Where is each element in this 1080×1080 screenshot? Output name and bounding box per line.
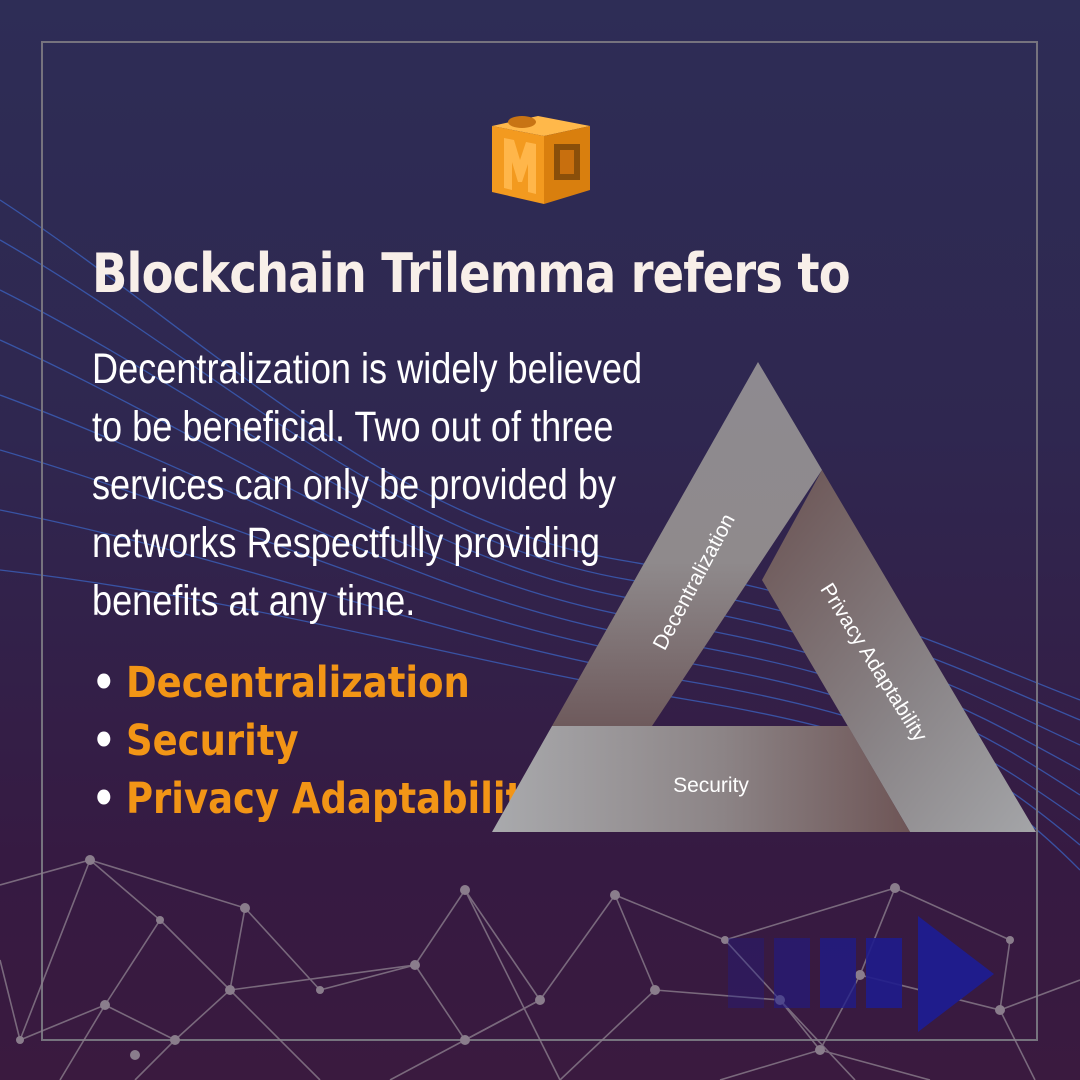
next-arrow-icon[interactable]: [728, 916, 1000, 1032]
trilemma-triangle-diagram: Decentralization Privacy Adaptability Se…: [492, 362, 1036, 832]
list-item-label: Decentralization: [125, 658, 470, 708]
triangle-bottom-segment: [492, 726, 910, 832]
bullet: •: [92, 774, 116, 824]
page-title: Blockchain Trilemma refers to: [92, 242, 851, 305]
description-line: Decentralization is widely believed: [92, 345, 643, 393]
triangle-left-segment: [552, 362, 822, 726]
description-line: networks Respectfully providing: [92, 519, 600, 567]
description-line: benefits at any time.: [92, 577, 416, 625]
network-graph-decoration: [0, 855, 1080, 1080]
description-line: services can only be provided by: [92, 461, 617, 509]
bullet: •: [92, 716, 116, 766]
trilemma-list: •Decentralization •Security •Privacy Ada…: [92, 654, 547, 828]
mc-cube-logo: [492, 116, 590, 204]
list-item-label: Privacy Adaptability: [125, 774, 548, 824]
list-item: •Decentralization: [92, 654, 547, 712]
triangle-right-segment: [762, 470, 1036, 832]
list-item: •Security: [92, 712, 547, 770]
list-item: •Privacy Adaptability: [92, 770, 547, 828]
bullet: •: [92, 658, 116, 708]
description-paragraph: Decentralization is widely believed to b…: [92, 340, 643, 630]
list-item-label: Security: [125, 716, 299, 766]
description-line: to be beneficial. Two out of three: [92, 403, 614, 451]
triangle-label-security: Security: [673, 774, 749, 797]
